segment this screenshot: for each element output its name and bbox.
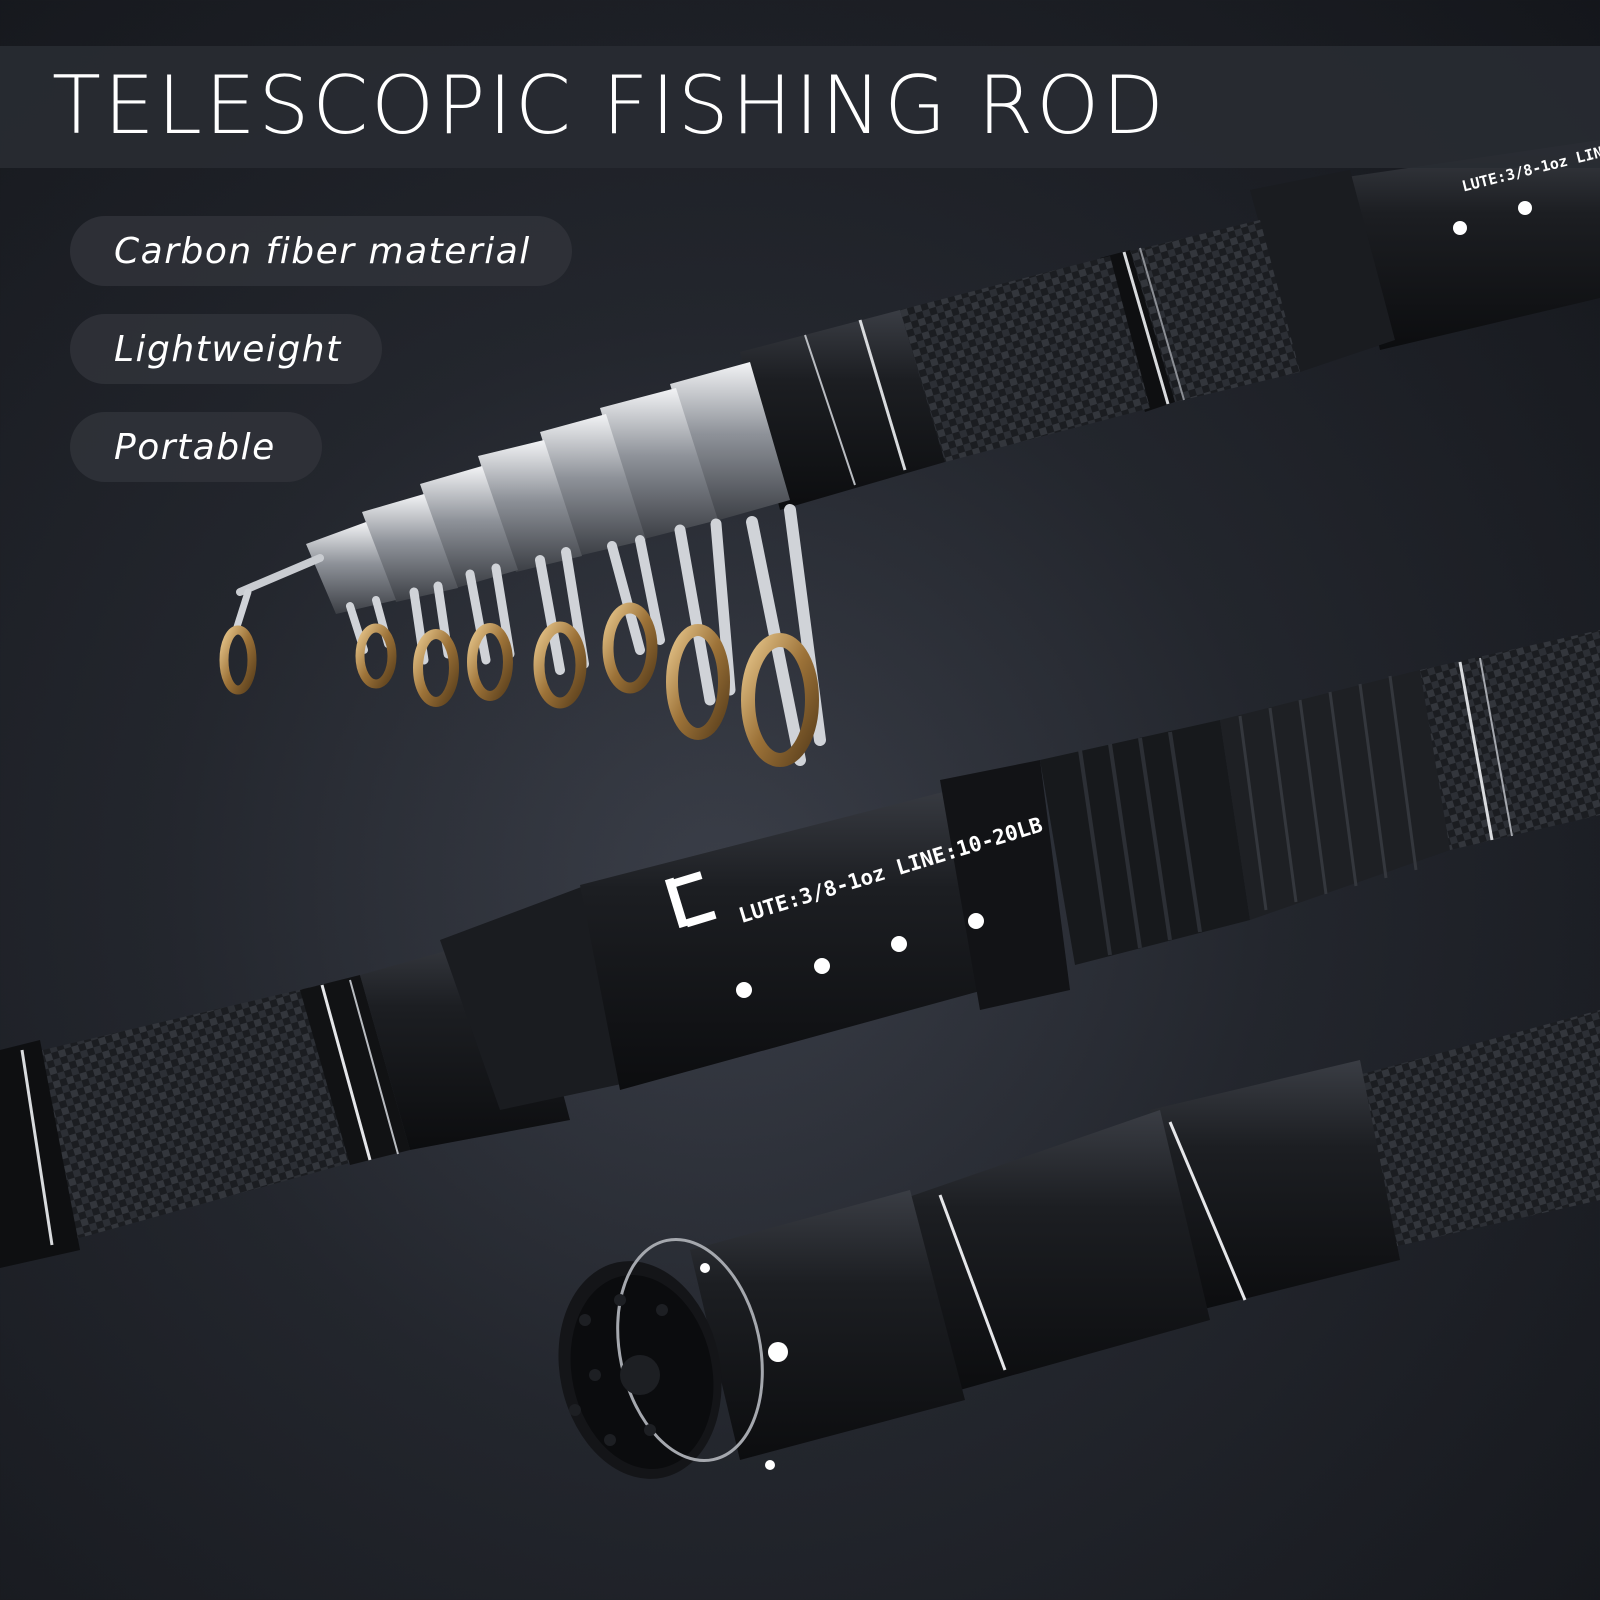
feature-pill-lightweight: Lightweight [70, 314, 382, 384]
feature-label: Carbon fiber material [114, 230, 531, 272]
feature-pill-portable: Portable [70, 412, 322, 482]
feature-label: Portable [114, 426, 276, 468]
reel-seat-body [580, 780, 1020, 1090]
feature-label: Lightweight [114, 328, 342, 370]
reel-seat-thread [1040, 720, 1250, 965]
brand-logo-icon [664, 871, 717, 929]
middle-rod [0, 630, 1600, 1268]
upper-rod-carbon-2 [900, 256, 1150, 462]
lower-rod [558, 1010, 1600, 1479]
page-title: TELESCOPIC FISHING ROD [52, 59, 1167, 152]
upper-rod-cap [740, 310, 945, 510]
feature-pill-carbon-fiber: Carbon fiber material [70, 216, 572, 286]
line-guides [219, 504, 826, 767]
upper-rod [236, 140, 1600, 614]
title-banner [0, 46, 1600, 168]
upper-rod-grip [1340, 140, 1600, 350]
